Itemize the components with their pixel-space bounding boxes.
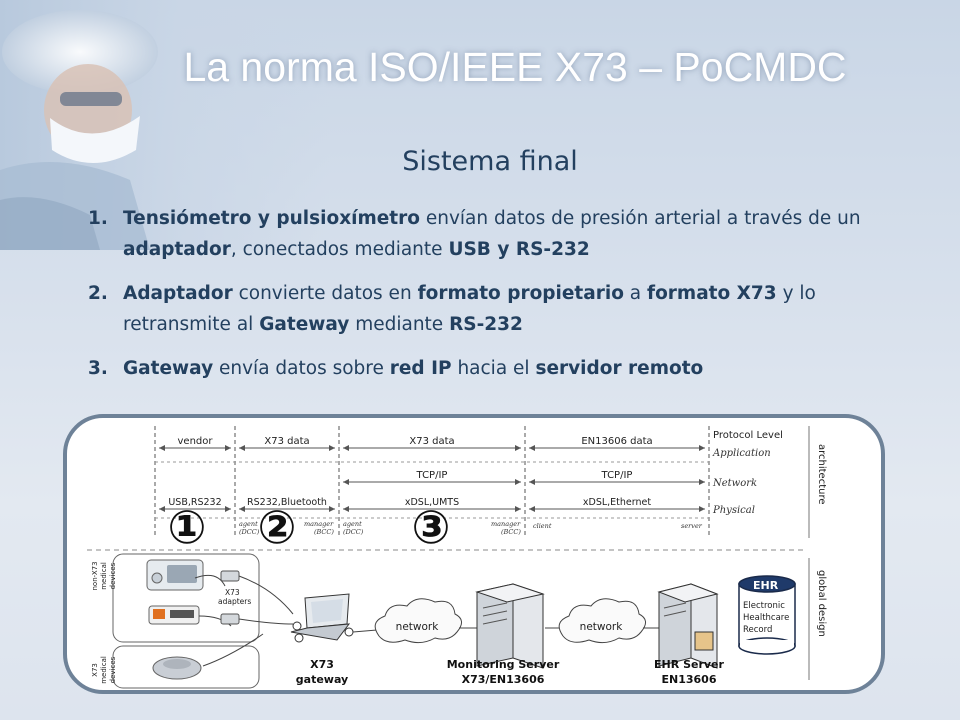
x73-label-line-3: devices xyxy=(109,656,117,683)
network-cloud-label-1: network xyxy=(396,621,440,633)
marker-3: ③ xyxy=(412,500,451,554)
x73-medical-device-icon xyxy=(152,633,264,680)
app-x73-label-1: X73 data xyxy=(264,436,309,447)
pulse-oximeter-icon xyxy=(148,605,232,627)
surgeon-photo xyxy=(0,0,330,250)
role-dcc-2: (DCC) xyxy=(343,528,364,536)
architecture-side-label: architecture xyxy=(816,444,827,505)
marker-2: ② xyxy=(258,500,297,554)
network-cloud-label-2: network xyxy=(580,621,624,633)
role-bcc-2: (BCC) xyxy=(501,528,521,536)
network-cloud-icon xyxy=(374,598,462,644)
bullet-item-2: 2. Adaptador convierte datos en formato p… xyxy=(88,278,888,340)
text-segment: Gateway xyxy=(259,314,350,335)
non-x73-label-line-2: medical xyxy=(100,562,108,590)
text-segment: RS-232 xyxy=(449,314,523,335)
text-segment: hacia el xyxy=(451,358,536,379)
ehr-database-icon xyxy=(738,575,796,655)
phy-rs232-label: RS232,Bluetooth xyxy=(247,497,327,508)
bullet-item-3: 3. Gateway envía datos sobre red IP hacia… xyxy=(88,353,888,384)
global-design-side-label: global design xyxy=(816,570,827,637)
text-segment: envía datos sobre xyxy=(213,358,390,379)
non-x73-label-line-3: devices xyxy=(109,562,117,589)
protocol-level-label: Protocol Level xyxy=(713,430,783,441)
text-segment: adaptador xyxy=(123,239,231,260)
ehr-server-icon xyxy=(657,583,719,669)
architecture-diagram: vendor X73 data X73 data EN13606 data TC… xyxy=(87,426,827,689)
role-dcc-1: (DCC) xyxy=(239,528,260,536)
ehr-server-label-line-1: EHR Server xyxy=(654,658,724,671)
bullet-number: 1. xyxy=(88,208,108,229)
text-segment: envían datos de presión arterial a travé… xyxy=(419,208,861,229)
role-agent-2: agent xyxy=(343,520,362,528)
application-level-label: Application xyxy=(712,448,771,459)
slide-title: La norma ISO/IEEE X73 – PoCMDC xyxy=(183,44,847,90)
slide-subtitle: Sistema final xyxy=(402,146,578,177)
x73-adapter-icon xyxy=(220,570,240,625)
text-segment: , conectados mediante xyxy=(230,239,449,260)
marker-1: ① xyxy=(168,500,207,554)
adapters-label-line-2: adapters xyxy=(218,597,251,606)
ehr-db-line-2: Healthcare xyxy=(743,613,789,623)
laptop-gateway-icon xyxy=(290,593,354,643)
blood-pressure-monitor-icon xyxy=(146,559,226,591)
ehr-db-line-1: Electronic xyxy=(743,601,785,611)
text-segment: servidor remoto xyxy=(535,358,704,379)
net-tcpip-label-1: TCP/IP xyxy=(416,470,448,481)
text-segment: a xyxy=(623,283,648,304)
role-agent-1: agent xyxy=(239,520,258,528)
phy-xdsl-label-2: xDSL,Ethernet xyxy=(583,497,651,508)
non-x73-device-group xyxy=(112,553,260,643)
non-x73-label-line-1: non-X73 xyxy=(91,561,99,590)
text-segment: red IP xyxy=(389,358,452,379)
text-segment: Tensiómetro y pulsioxímetro xyxy=(123,208,420,229)
role-manager-2: manager xyxy=(491,520,521,528)
x73-device-group xyxy=(112,645,260,689)
net-tcpip-label-2: TCP/IP xyxy=(601,470,633,481)
app-x73-label-2: X73 data xyxy=(409,436,454,447)
architecture-diagram-panel: vendor X73 data X73 data EN13606 data TC… xyxy=(63,414,885,694)
app-vendor-label: vendor xyxy=(178,436,214,447)
text-segment: USB y RS-232 xyxy=(448,239,590,260)
bullet-item-1: 1. Tensiómetro y pulsioxímetro envían dat… xyxy=(88,203,888,265)
monitoring-server-label-line-2: X73/EN13606 xyxy=(462,673,545,686)
role-client: client xyxy=(533,522,552,530)
bullet-number: 2. xyxy=(88,283,108,304)
text-segment: formato propietario xyxy=(417,283,624,304)
network-cloud-icon xyxy=(558,598,646,644)
text-segment: Adaptador xyxy=(123,283,233,304)
phy-usb-label: USB,RS232 xyxy=(168,497,221,508)
text-segment: mediante xyxy=(349,314,450,335)
phy-xdsl-label-1: xDSL,UMTS xyxy=(405,497,459,508)
text-segment: convierte datos en xyxy=(232,283,418,304)
x73-label-line-2: medical xyxy=(100,656,108,684)
role-bcc-1: (BCC) xyxy=(314,528,334,536)
role-manager-1: manager xyxy=(304,520,334,528)
bullet-number: 3. xyxy=(88,358,108,379)
network-level-label: Network xyxy=(712,478,757,489)
text-segment: Gateway xyxy=(123,358,214,379)
ehr-db-title: EHR xyxy=(753,579,779,592)
role-server: server xyxy=(681,522,703,530)
app-en13606-label: EN13606 data xyxy=(581,436,652,447)
x73-label-line-1: X73 xyxy=(91,663,99,677)
text-segment: y lo retransmite al xyxy=(123,283,816,335)
monitoring-server-icon xyxy=(475,583,545,669)
text-segment: formato X73 xyxy=(647,283,777,304)
monitoring-server-label-line-1: Monitoring Server xyxy=(447,658,560,671)
physical-level-label: Physical xyxy=(712,505,755,516)
ehr-db-line-3: Record xyxy=(743,625,772,635)
adapters-label-line-1: X73 xyxy=(225,588,240,597)
gateway-label-line-2: gateway xyxy=(296,673,348,686)
ehr-server-label-line-2: EN13606 xyxy=(662,673,717,686)
bullet-list: 1. Tensiómetro y pulsioxímetro envían dat… xyxy=(88,203,888,397)
gateway-label-line-1: X73 xyxy=(310,658,334,671)
